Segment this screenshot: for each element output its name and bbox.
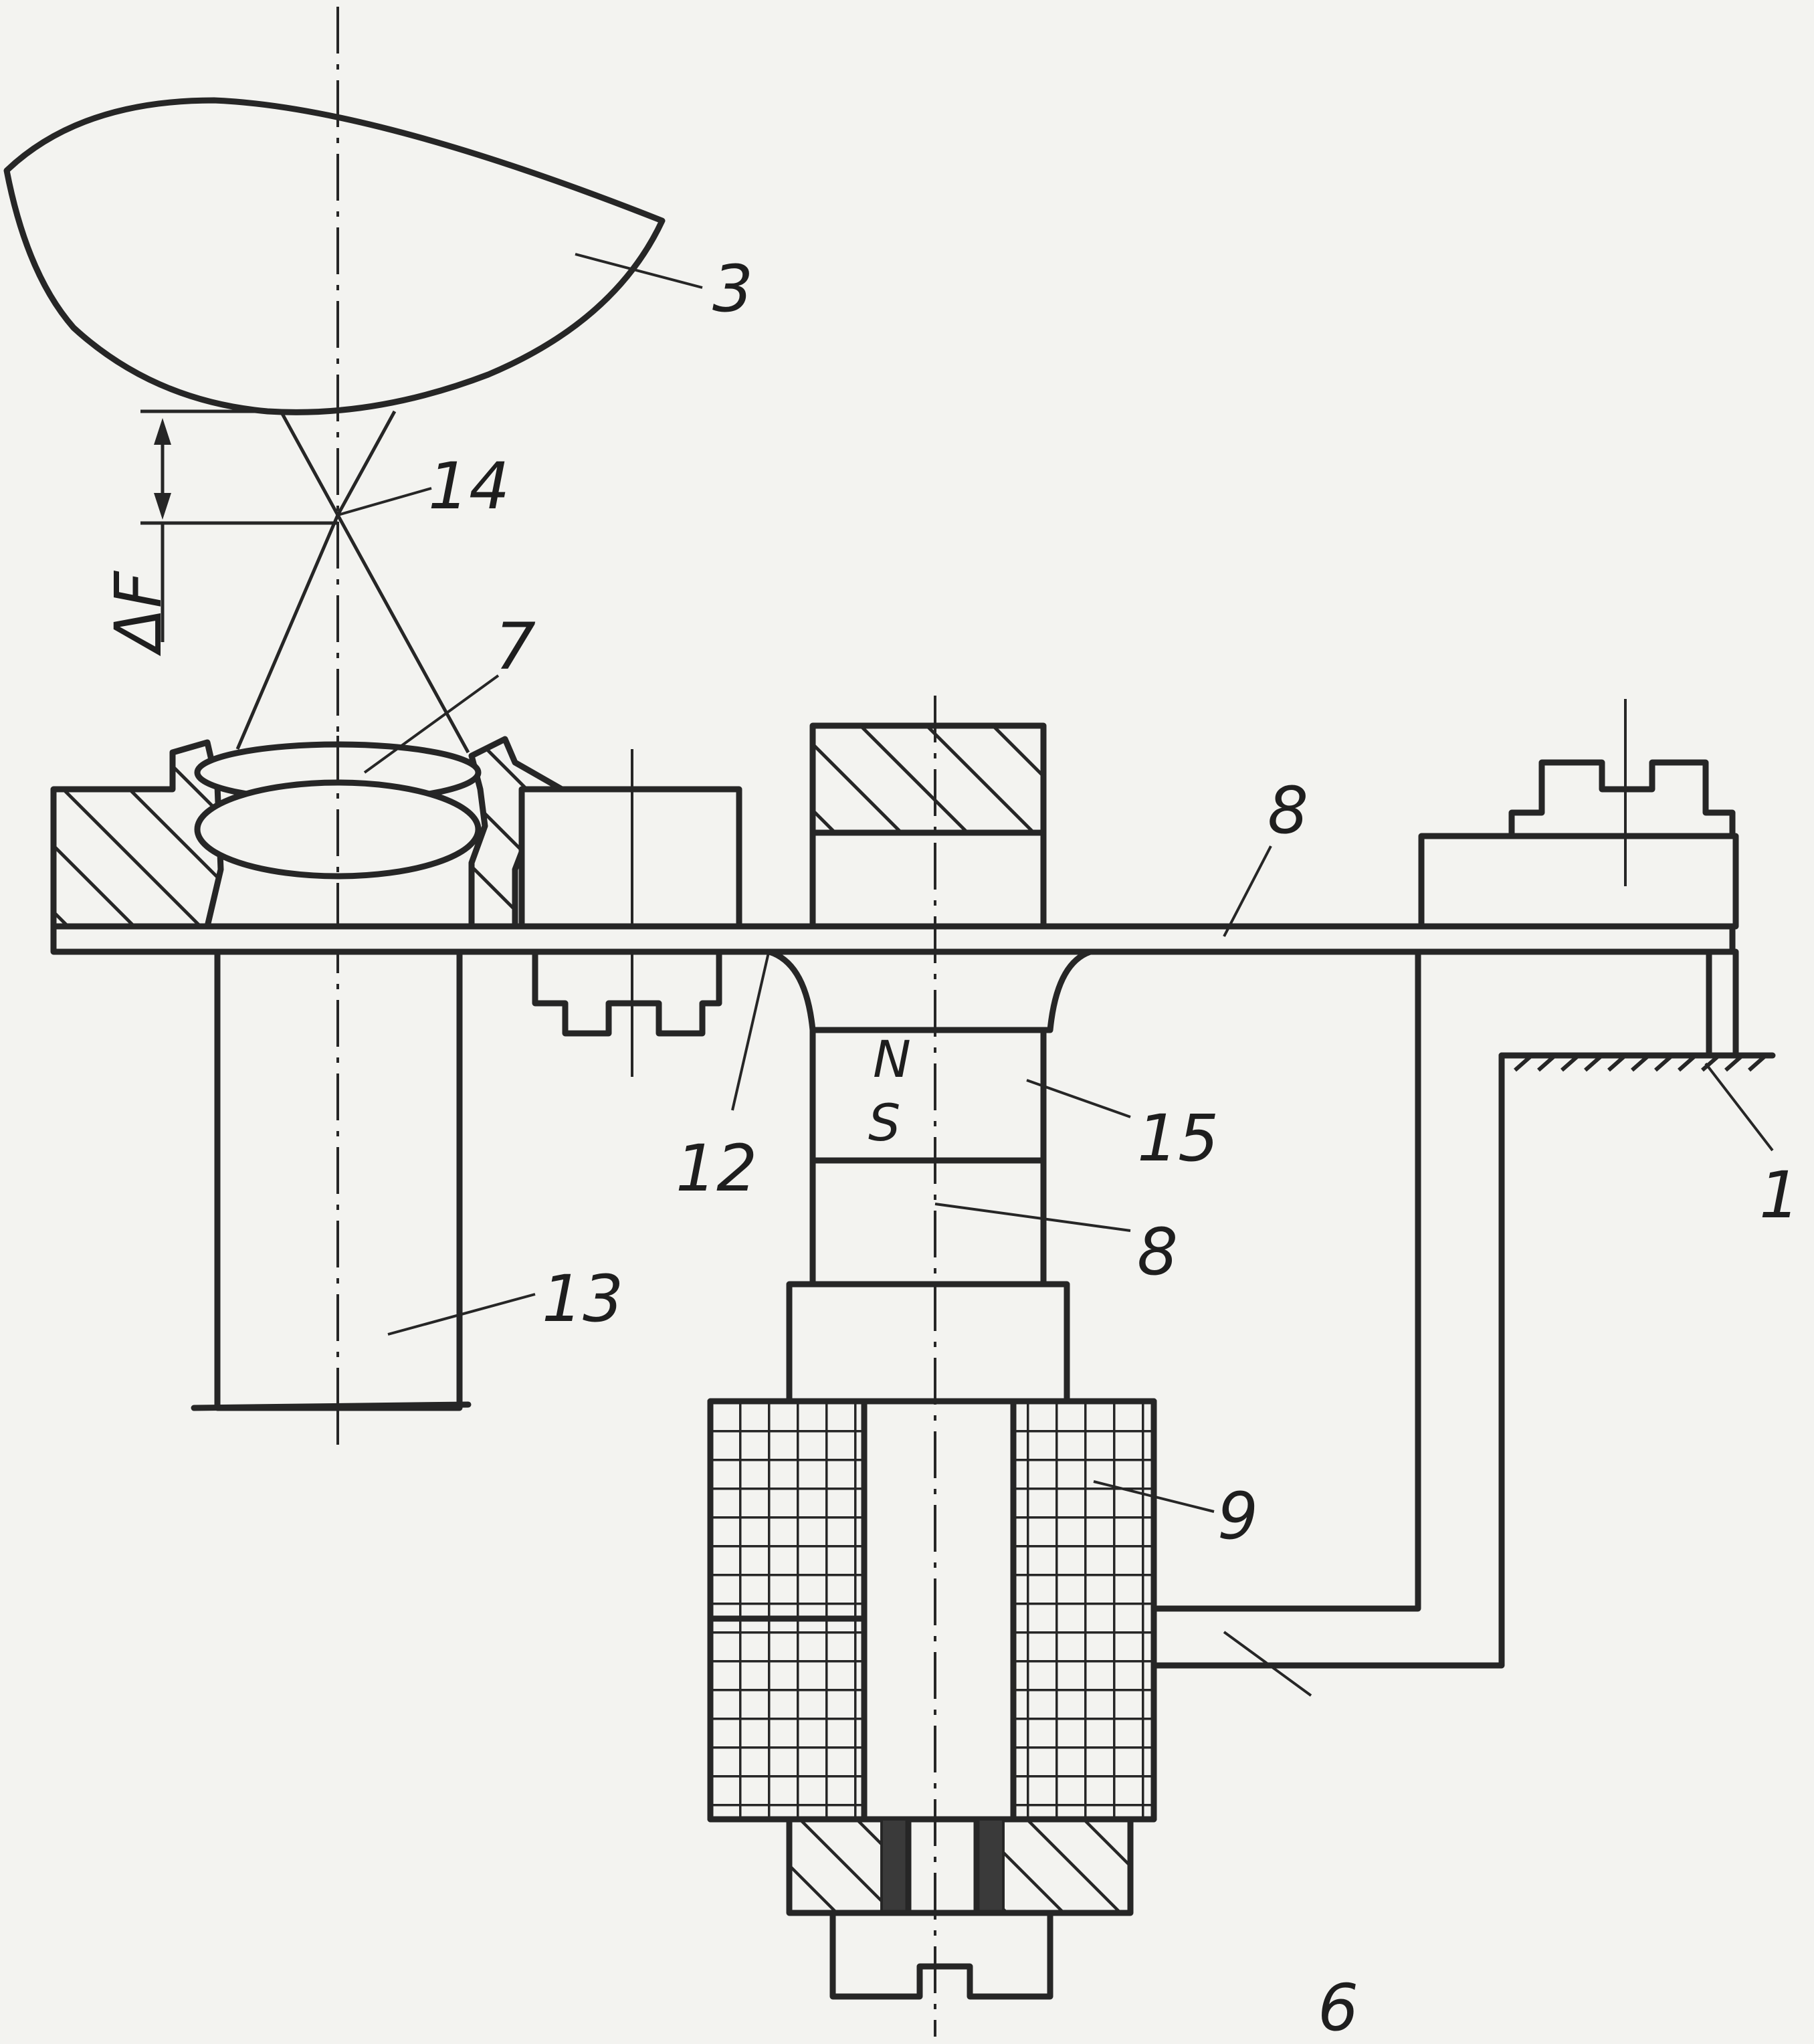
- bottom-insert-core: [905, 1816, 980, 1916]
- coil-9-right: [1010, 1398, 1157, 1823]
- dimension-arrow-down: [154, 493, 171, 520]
- coil-9-left-lower: [707, 1615, 868, 1823]
- leader-9: [1093, 1480, 1215, 1513]
- lens-holder-right: [468, 736, 565, 930]
- clamp-block-upper: [518, 786, 742, 930]
- bottom-insert-right: [975, 1818, 1005, 1914]
- label-7: 7: [495, 609, 536, 684]
- clamp-block-lower: [515, 946, 722, 1037]
- rod-section: [809, 1157, 1047, 1288]
- leader-15: [1026, 1079, 1131, 1118]
- leader-8a: [1223, 845, 1272, 937]
- label-8a: 8: [1268, 773, 1308, 848]
- leader-6: [1223, 1631, 1312, 1697]
- leader-7: [363, 674, 500, 774]
- ray-left: [235, 410, 340, 750]
- mirror-3: [3, 97, 666, 415]
- leader-3: [575, 253, 703, 289]
- coil-core: [861, 1398, 1017, 1823]
- bottom-insert-left: [880, 1818, 910, 1914]
- top-clamp: [1508, 759, 1736, 839]
- label-8b: 8: [1137, 1215, 1178, 1290]
- leader-14: [337, 487, 432, 516]
- leader-13: [387, 1293, 536, 1336]
- tube-bottom: [191, 1401, 472, 1411]
- label-15: 15: [1137, 1101, 1219, 1176]
- label-14: 14: [428, 449, 510, 524]
- flare-mount-12: [766, 948, 1094, 1033]
- magnet-15: [809, 1027, 1047, 1164]
- leader-1: [1704, 1062, 1774, 1152]
- support-post: [1706, 948, 1739, 1059]
- base-hatching: [1514, 1053, 1767, 1072]
- label-1: 1: [1759, 1158, 1800, 1233]
- top-yoke: [809, 722, 1047, 836]
- bottom-nut: [829, 1910, 1053, 2000]
- support-block: [1418, 833, 1739, 930]
- leader-8b: [934, 1203, 1131, 1232]
- top-yoke-lower: [809, 829, 1047, 930]
- coil-9-left: [707, 1398, 868, 1622]
- leader-12: [731, 949, 771, 1111]
- label-12: 12: [676, 1131, 757, 1206]
- delta-f-label: ΔF: [101, 570, 176, 657]
- pole-n-label: N: [873, 1029, 911, 1089]
- dimension-arrow-up: [154, 418, 171, 445]
- label-9: 9: [1217, 1479, 1258, 1554]
- collar: [786, 1281, 1070, 1405]
- label-13: 13: [542, 1261, 623, 1336]
- label-3: 3: [712, 251, 753, 326]
- spring-plate-8: [50, 923, 1736, 955]
- pole-s-label: S: [868, 1093, 900, 1152]
- label-6: 6: [1318, 1970, 1358, 2044]
